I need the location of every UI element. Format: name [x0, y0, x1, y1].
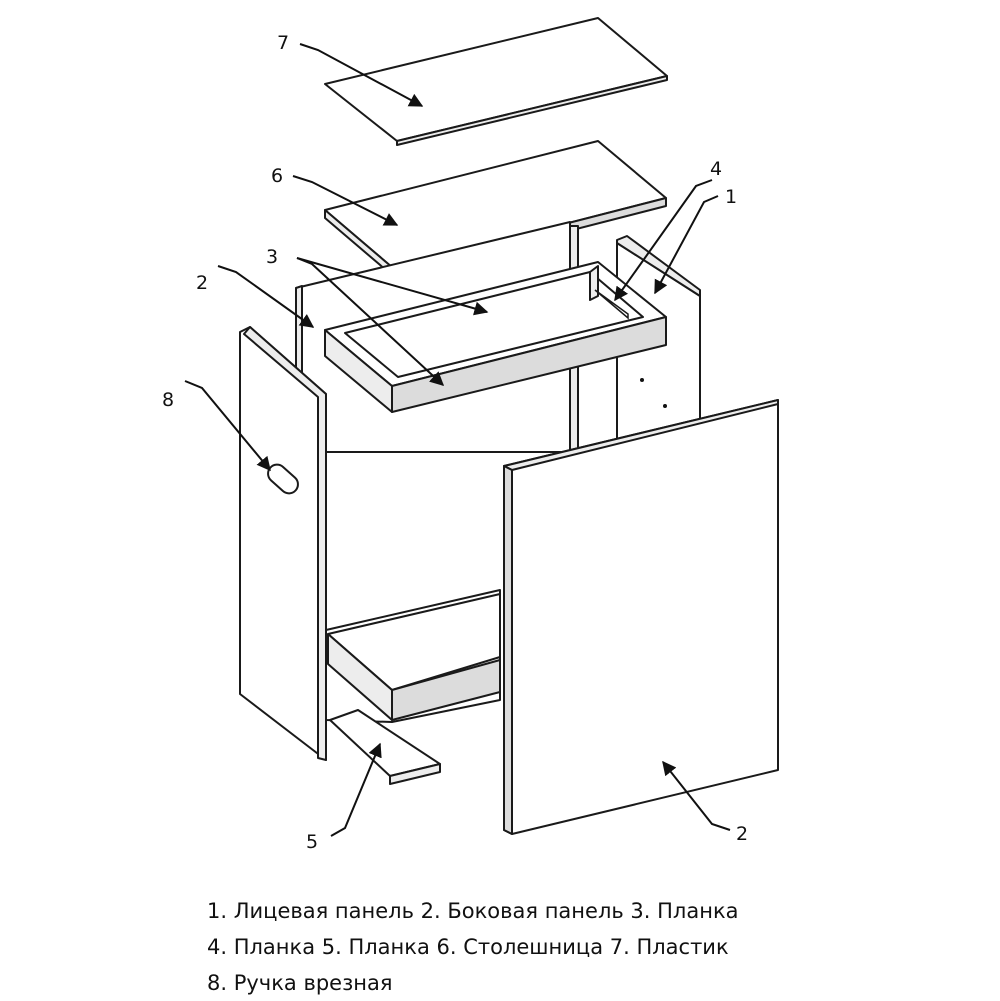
legend-line-3: 8. Ручка врезная [207, 971, 393, 995]
callout-2-right: 2 [736, 823, 748, 845]
callout-5: 5 [306, 831, 318, 853]
parts-legend: 1. Лицевая панель 2. Боковая панель 3. П… [207, 893, 967, 1001]
part-lower-rail-frame [327, 593, 501, 721]
part-plastic-sheet [324, 17, 668, 146]
part-left-side-panel [239, 326, 327, 761]
callout-1: 1 [725, 186, 737, 208]
exploded-assembly-diagram: 7 6 3 4 1 2 8 5 2 [162, 17, 779, 853]
part-side-panel-large [503, 399, 779, 835]
callout-3: 3 [266, 246, 278, 268]
callout-8: 8 [162, 389, 174, 411]
callout-numbers: 7 6 3 4 1 2 8 5 2 [162, 32, 748, 853]
callout-6: 6 [271, 165, 283, 187]
legend-line-1: 1. Лицевая панель 2. Боковая панель 3. П… [207, 899, 739, 923]
legend-line-2: 4. Планка 5. Планка 6. Столешница 7. Пла… [207, 935, 729, 959]
leader-lines [184, 43, 731, 837]
callout-7: 7 [277, 32, 289, 54]
callout-4: 4 [710, 158, 722, 180]
callout-2-left: 2 [196, 272, 208, 294]
